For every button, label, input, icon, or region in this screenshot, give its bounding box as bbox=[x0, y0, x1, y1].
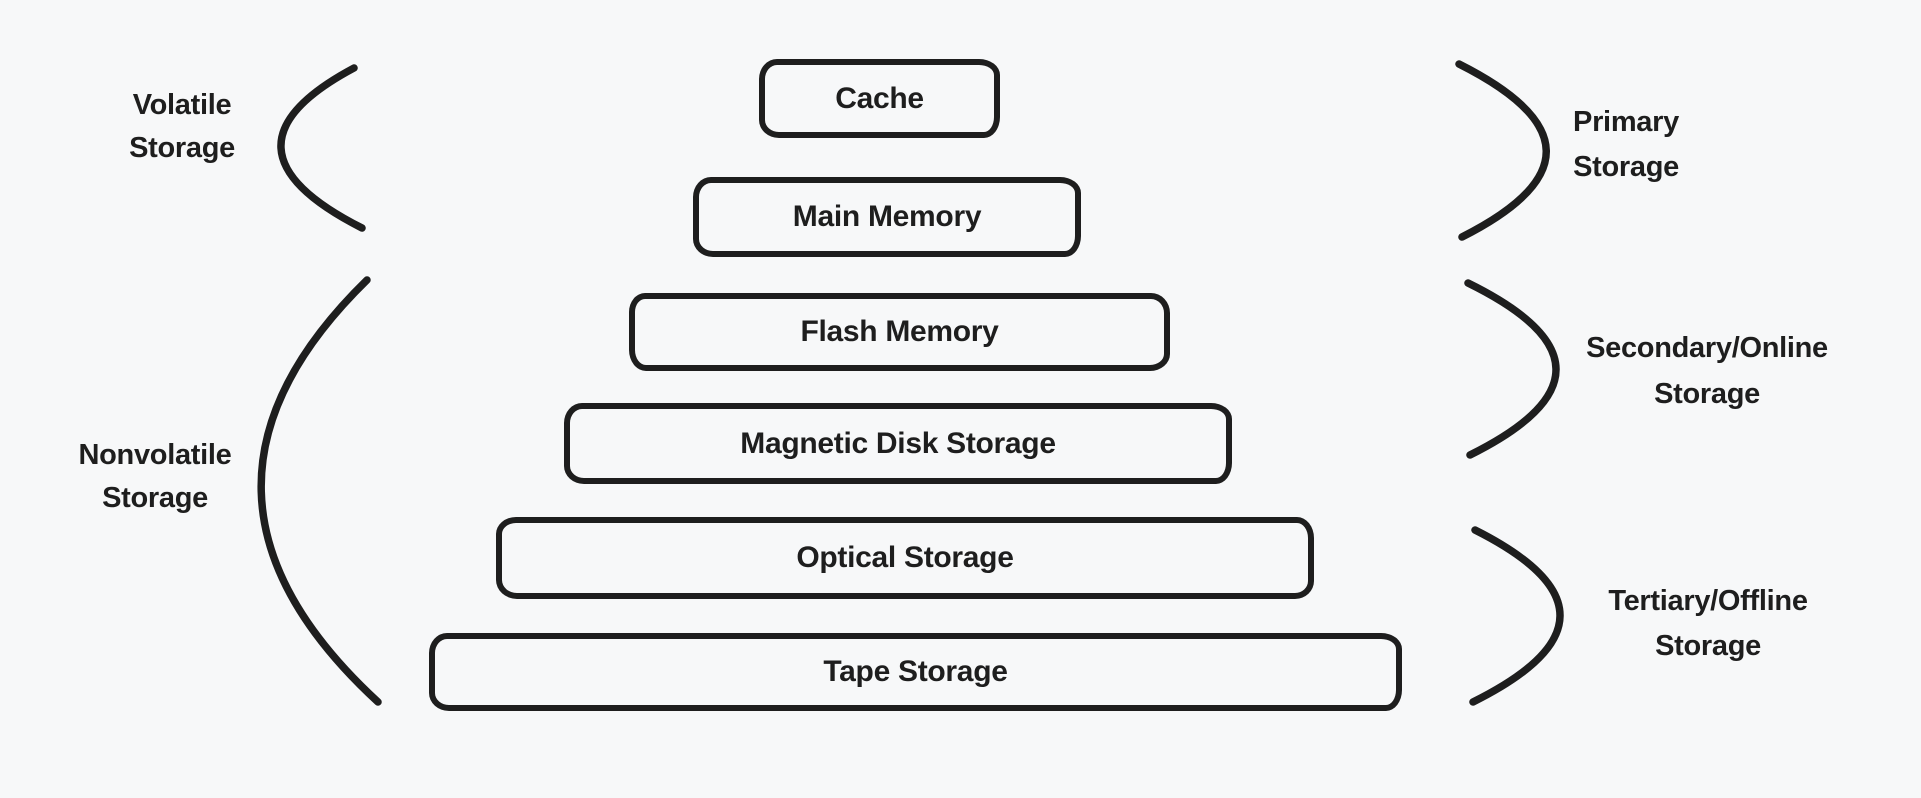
volatile-bracket bbox=[277, 64, 366, 232]
secondary-online-storage-label: Secondary/Online Storage bbox=[1576, 325, 1838, 417]
volatile-storage-label-line1: Volatile bbox=[132, 89, 232, 121]
level-tape-storage: Tape Storage bbox=[429, 633, 1402, 711]
nonvolatile-storage-label-line2: Storage bbox=[102, 482, 208, 514]
level-main-memory-label: Main Memory bbox=[792, 200, 982, 233]
primary-storage-label-line1: Primary bbox=[1573, 106, 1679, 138]
level-cache: Cache bbox=[759, 59, 1000, 138]
primary-storage-label-line2: Storage bbox=[1573, 151, 1679, 183]
secondary-online-storage-label-line2: Storage bbox=[1654, 378, 1760, 410]
tertiary-bracket bbox=[1469, 526, 1564, 706]
volatile-storage-label-line2: Storage bbox=[129, 132, 235, 164]
tertiary-offline-storage-label-line2: Storage bbox=[1655, 630, 1761, 662]
level-magnetic-disk-storage-label: Magnetic Disk Storage bbox=[740, 426, 1056, 460]
volatile-storage-label: Volatile Storage bbox=[82, 84, 282, 170]
level-flash-memory-label: Flash Memory bbox=[800, 315, 999, 348]
nonvolatile-storage-label: Nonvolatile Storage bbox=[35, 434, 275, 520]
level-tape-storage-label: Tape Storage bbox=[823, 655, 1008, 688]
level-optical-storage-label: Optical Storage bbox=[796, 541, 1014, 574]
secondary-bracket bbox=[1464, 279, 1560, 459]
level-cache-label: Cache bbox=[835, 81, 924, 115]
nonvolatile-bracket bbox=[257, 276, 382, 706]
level-optical-storage: Optical Storage bbox=[496, 517, 1314, 599]
level-flash-memory: Flash Memory bbox=[629, 293, 1170, 371]
tertiary-offline-storage-label-line1: Tertiary/Offline bbox=[1608, 585, 1808, 617]
level-main-memory: Main Memory bbox=[693, 177, 1081, 257]
secondary-online-storage-label-line1: Secondary/Online bbox=[1586, 332, 1828, 364]
primary-storage-label: Primary Storage bbox=[1526, 100, 1726, 190]
nonvolatile-storage-label-line1: Nonvolatile bbox=[78, 439, 232, 471]
tertiary-offline-storage-label: Tertiary/Offline Storage bbox=[1577, 579, 1839, 669]
level-magnetic-disk-storage: Magnetic Disk Storage bbox=[564, 403, 1232, 484]
